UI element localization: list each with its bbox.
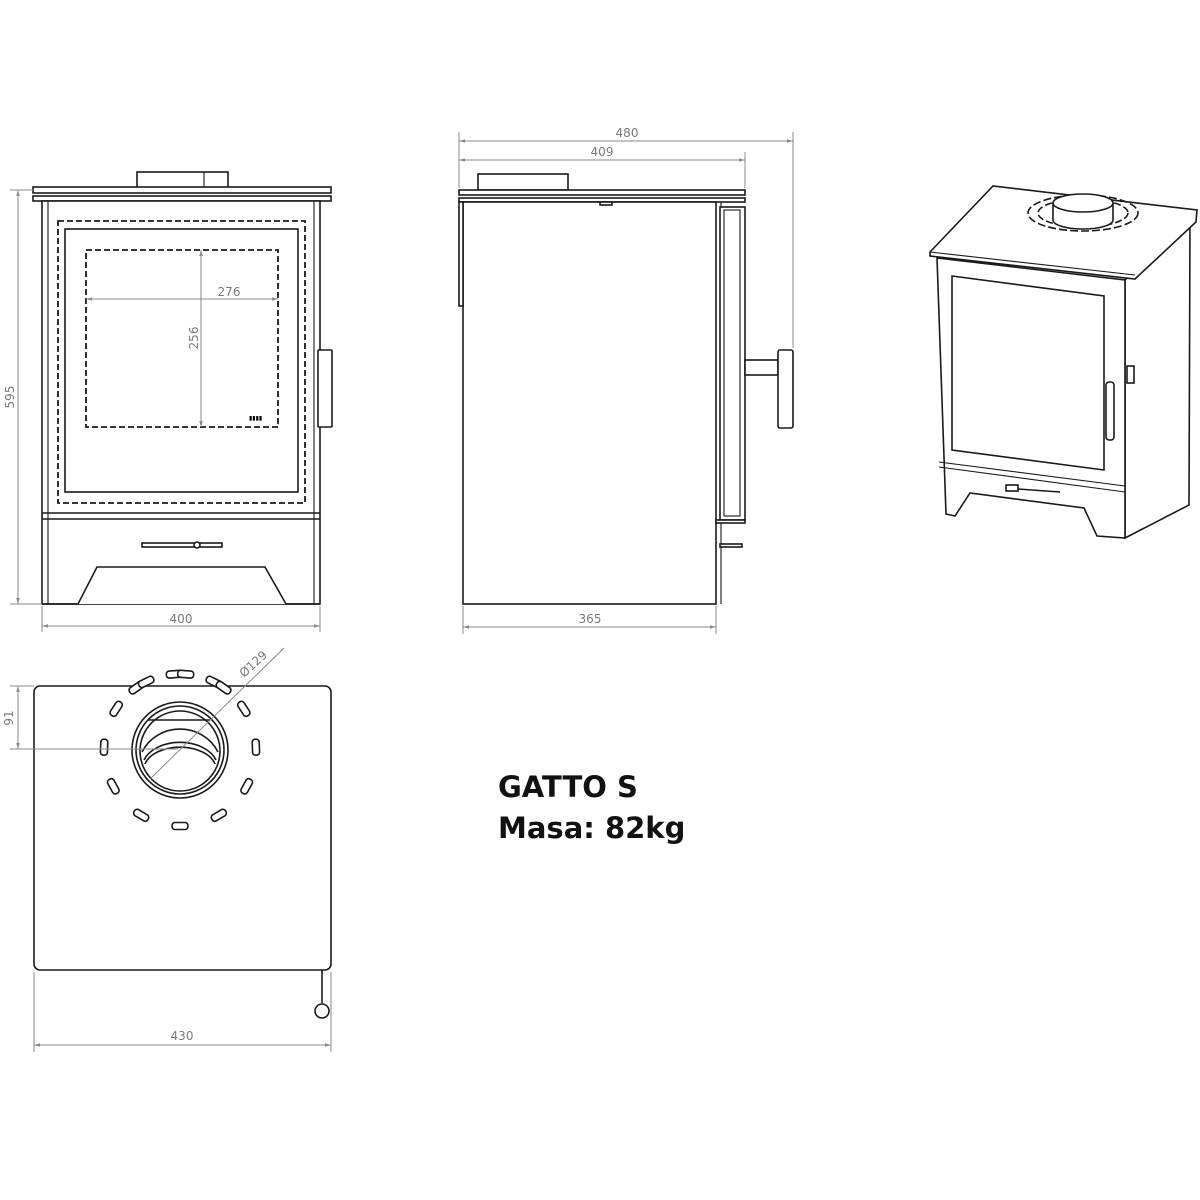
- dim-flue-offset: 91: [2, 710, 16, 725]
- dim-top-depth: 409: [591, 145, 614, 159]
- stove-body: [41, 200, 321, 605]
- vent-slot: [236, 700, 251, 718]
- visible-glass-area: [85, 249, 279, 428]
- lever-knob: [314, 1003, 330, 1019]
- vent-slot: [171, 821, 189, 831]
- iso-handle: [1105, 381, 1115, 441]
- dim-total-depth: 480: [616, 126, 639, 140]
- door-handle: [317, 349, 333, 428]
- base-cutout: [42, 566, 320, 605]
- handle-arm: [744, 359, 779, 376]
- iso-top-plate: [929, 185, 1198, 280]
- flue-collar-side: [477, 173, 569, 191]
- dim-plan-width: 430: [171, 1029, 194, 1043]
- flue-opening: [139, 710, 221, 792]
- ash-pan-lever: [141, 542, 223, 548]
- vent-slot: [132, 808, 150, 823]
- vent-slots: [99, 669, 261, 831]
- vent-slot: [176, 669, 195, 679]
- vent-slot: [240, 777, 254, 795]
- dim-flue-diameter: Ø129: [237, 648, 270, 680]
- model-name: GATTO S: [498, 770, 638, 804]
- side-panel: [462, 201, 717, 605]
- iso-ash-lever: [1005, 484, 1019, 492]
- model-mass: Masa: 82kg: [498, 811, 686, 845]
- vent-slot: [210, 808, 228, 823]
- dim-body-depth: 365: [579, 612, 602, 626]
- handle-knob: [777, 349, 794, 429]
- door-outline: [57, 220, 306, 504]
- top-plate: [32, 186, 332, 194]
- vent-slot: [99, 738, 109, 757]
- ash-lever-side: [719, 543, 743, 548]
- vent-slot: [137, 675, 155, 689]
- vent-slot: [215, 680, 232, 695]
- top-plate-side: [458, 189, 746, 196]
- door-glass: [64, 228, 299, 493]
- dim-glass-height: 256: [187, 327, 201, 350]
- dim-height: 595: [3, 386, 17, 409]
- flue-outer-ring: [131, 701, 229, 799]
- front-view: ▮▮▮▮ 276 256 595 400: [3, 171, 333, 632]
- side-view: 480 409 365: [458, 126, 794, 634]
- top-view: Ø129 91 430: [2, 647, 332, 1052]
- vent-slot: [109, 700, 124, 718]
- iso-front-face: [936, 257, 1126, 539]
- flue-collar: [136, 171, 229, 189]
- isometric-view: [929, 185, 1198, 540]
- vent-slot: [251, 738, 261, 757]
- vent-slot: [106, 777, 120, 795]
- dim-glass-width: 276: [218, 285, 241, 299]
- iso-glass: [951, 275, 1105, 471]
- logo-mark: ▮▮▮▮: [249, 415, 262, 422]
- dim-width: 400: [170, 612, 193, 626]
